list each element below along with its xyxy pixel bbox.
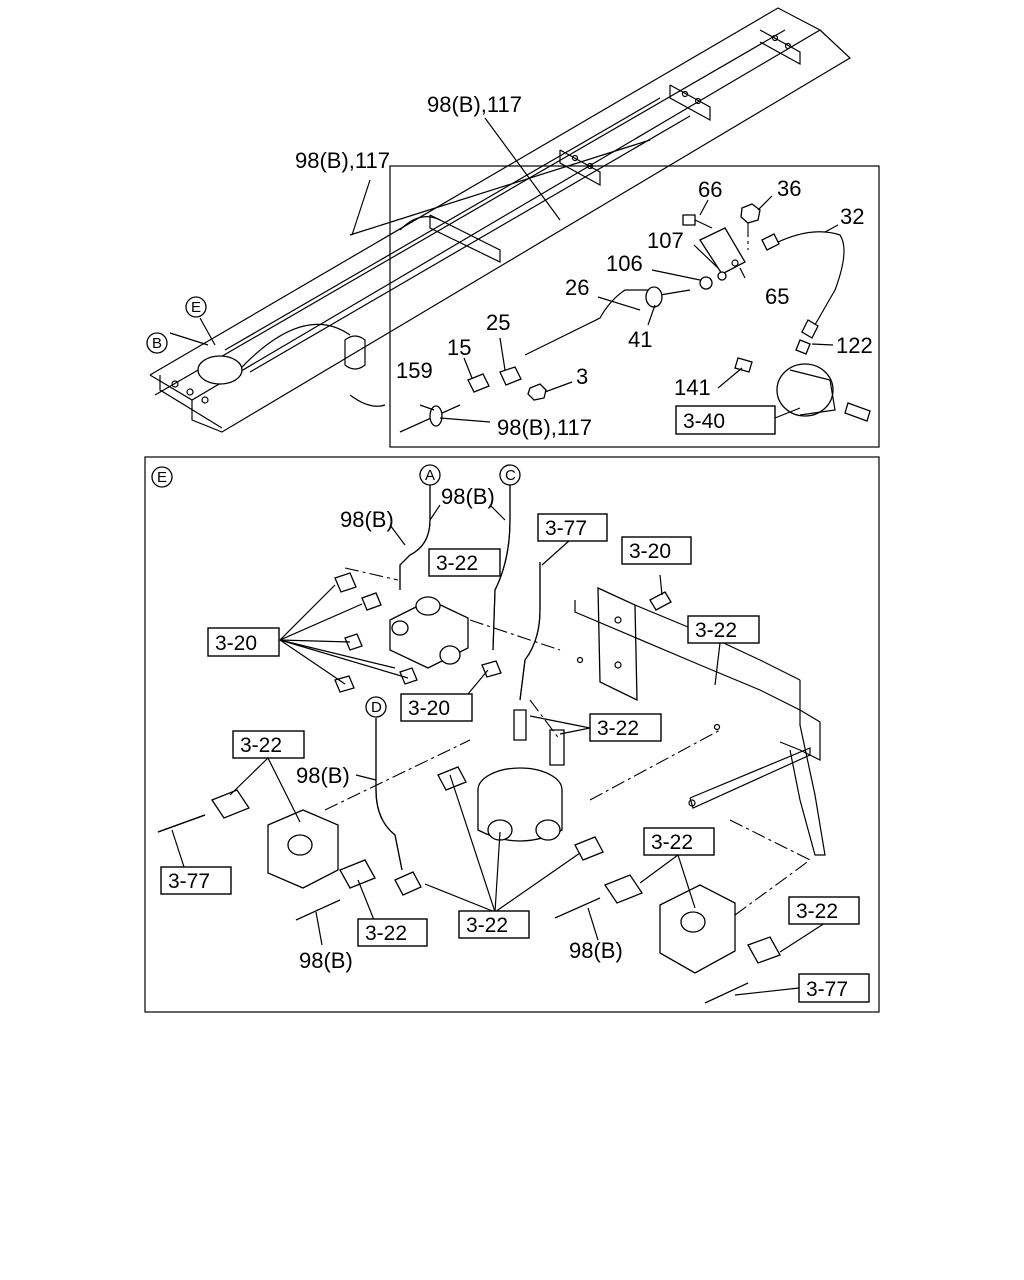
circle-label-c: C [505,467,516,484]
circle-label-e-top: E [191,299,201,316]
ref-box-3-40 [675,405,776,435]
circle-marker-e-detail [151,466,173,488]
ref-label-3-20-mid: 3-20 [408,697,450,720]
label-hose-a: 98(B) [340,507,394,532]
ref-label-3-77-top: 3-77 [545,517,587,540]
label-tube-bottom-left: 98(B) [299,948,353,973]
mounting-bracket [574,586,826,856]
label-41: 41 [628,327,652,352]
ref-box-3-20-right [621,536,692,565]
label-hose-d: 98(B) [296,763,350,788]
ref-box-3-77-top [537,513,608,542]
circle-marker-b [146,332,168,354]
ref-box-3-77-left [160,866,232,895]
ref-box-3-77-bottom-right [798,973,870,1003]
circle-label-a: A [425,467,435,484]
label-32: 32 [840,204,864,229]
ref-label-3-77-left: 3-77 [168,870,210,893]
label-107: 107 [647,228,684,253]
ref-label-3-22-bracket: 3-22 [695,619,737,642]
ref-label-3-22-top: 3-22 [436,552,478,575]
label-122: 122 [836,333,873,358]
circle-label-e-detail: E [157,469,167,486]
label-frame-pipe-left: 98(B),117 [295,148,390,173]
ref-box-3-22-center [589,713,662,742]
detail-e-hoses [157,485,749,1004]
ref-box-3-22-bottom-right [788,896,860,925]
label-66: 66 [698,177,722,202]
label-detail-pipe: 98(B),117 [497,415,592,440]
ref-box-3-20-mid [400,693,473,722]
ref-box-3-22-bottom-right-top [643,827,715,856]
ref-label-3-40: 3-40 [683,410,725,433]
label-141: 141 [674,375,711,400]
detail-e-frame [144,456,880,1013]
label-159: 159 [396,358,433,383]
ref-box-3-20-left [207,627,280,657]
top-leaders [169,117,561,346]
detail-leaders [419,195,839,423]
ref-label-3-22-bottom-right: 3-22 [796,900,838,923]
ref-label-3-22-left: 3-22 [240,734,282,757]
ref-label-3-22-center: 3-22 [597,717,639,740]
ref-box-3-22-bottom-center [458,910,530,939]
label-65: 65 [765,284,789,309]
detail-e-leaders [171,504,826,996]
relay-valve-right [604,819,811,974]
ref-box-3-22-bottom-left [357,918,428,947]
label-frame-pipe-upper: 98(B),117 [427,92,522,117]
label-106: 106 [606,251,643,276]
circle-label-b: B [152,335,162,352]
chassis-frame [149,7,851,433]
circle-marker-e-top [185,296,207,318]
ref-label-3-22-bottom-center: 3-22 [466,914,508,937]
relay-valve-left [211,789,422,896]
circle-label-d: D [371,699,382,716]
ref-box-3-22-bracket [687,615,760,644]
ref-label-3-77-bottom-right: 3-77 [806,978,848,1001]
label-hose-c: 98(B) [441,484,495,509]
label-15: 15 [447,335,471,360]
ref-box-3-22-left [232,730,305,759]
circle-marker-d [365,696,387,718]
detail-inset-frame [389,165,880,448]
ref-label-3-22-bottom-right-top: 3-22 [651,831,693,854]
label-3: 3 [576,364,588,389]
detail-inset-parts [399,203,871,433]
relay-valve-center [324,699,721,861]
ref-label-3-22-bottom-left: 3-22 [365,922,407,945]
label-tube-bottom-right: 98(B) [569,938,623,963]
ref-box-3-22-top [428,548,501,577]
ref-label-3-20-left: 3-20 [215,632,257,655]
relay-valve-upper [334,567,561,693]
ref-label-3-20-right: 3-20 [629,540,671,563]
label-26: 26 [565,275,589,300]
label-36: 36 [777,176,801,201]
label-25: 25 [486,310,510,335]
